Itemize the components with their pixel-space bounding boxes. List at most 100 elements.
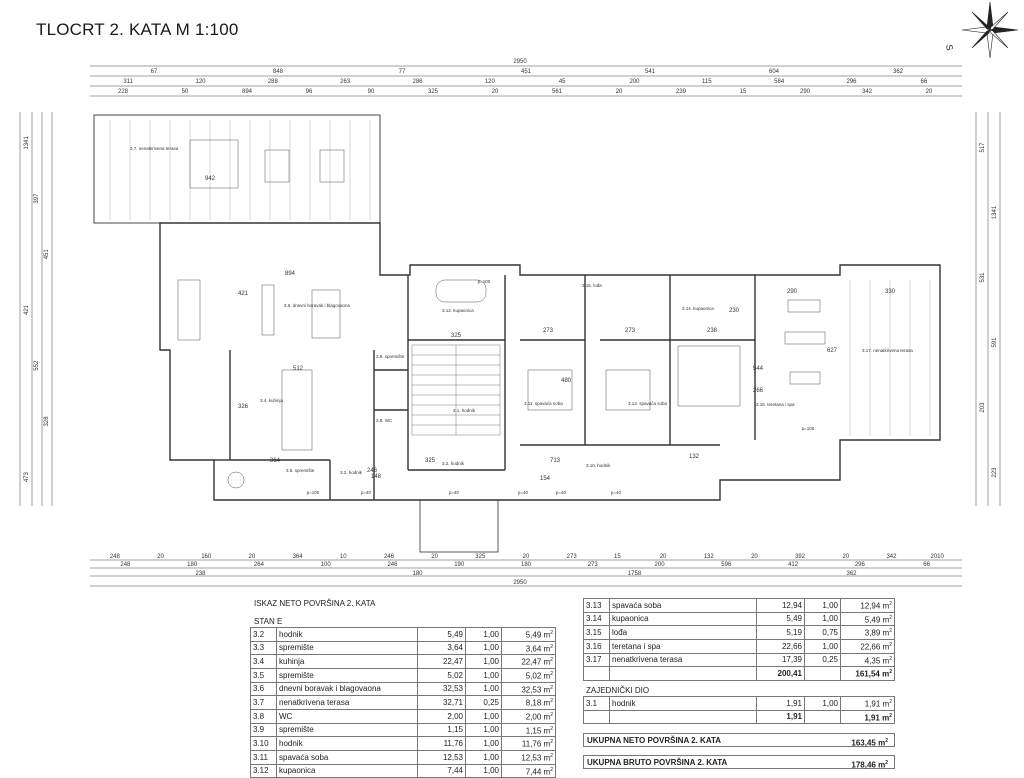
room-name: spremište — [276, 667, 418, 683]
room-label: 3.3. hodnik — [340, 470, 363, 475]
door-width-label: p=40 — [361, 490, 372, 495]
room-net-area: 1,15 m2 — [501, 722, 556, 738]
room-coefficient: 1,00 — [465, 681, 502, 697]
top-dim-label: 96 — [306, 89, 313, 95]
stan-label: STAN E — [254, 617, 283, 626]
room-label: 3.11. spavaća soba — [524, 401, 563, 406]
room-coefficient: 1,00 — [804, 611, 841, 627]
top-dim-label: 263 — [340, 79, 351, 85]
bottom-dim-label: 2010 — [930, 554, 944, 560]
left-dim-label: 1341 — [24, 136, 30, 150]
interior-dim-label: 132 — [689, 454, 700, 460]
interior-dim-label: 544 — [753, 366, 764, 372]
room-net-area: 2,00 m2 — [501, 708, 556, 724]
bottom-dim-label: 412 — [788, 562, 799, 568]
top-dim-label: 20 — [926, 89, 933, 95]
top-dim-label: 286 — [412, 79, 423, 85]
room-name: hodnik — [276, 736, 418, 751]
compass-south-label: S — [944, 44, 955, 52]
room-net-area: 11,76 m2 — [501, 736, 556, 751]
top-dim-label: 451 — [521, 69, 532, 75]
interior-dim-label: 512 — [293, 366, 304, 372]
top-dim-label: 120 — [485, 79, 496, 85]
right-dim-label: 1341 — [992, 205, 998, 219]
top-dim-label: 200 — [629, 79, 640, 85]
bottom-total-dimension: 2950 — [513, 580, 527, 586]
right-dim-label: 223 — [992, 467, 998, 478]
bottom-dim-label: 246 — [384, 554, 395, 560]
room-area: 3,64 — [417, 640, 466, 656]
room-area: 11,76 — [417, 736, 466, 751]
right-dim-label: 591 — [992, 337, 998, 348]
top-dim-label: 50 — [182, 89, 189, 95]
left-dim-label: 473 — [24, 471, 30, 482]
room-name: hodnik — [609, 696, 757, 711]
room-coefficient: 0,75 — [804, 625, 841, 640]
bottom-dim-label: 190 — [454, 562, 465, 568]
top-dim-label: 20 — [616, 89, 623, 95]
bottom-dim-label: 238 — [195, 571, 206, 577]
top-dimensions — [90, 65, 962, 97]
top-total-dimension: 2950 — [513, 59, 527, 65]
room-area: 5,49 — [756, 611, 805, 627]
total-area: 200,41 — [756, 666, 805, 681]
bottom-dim-label: 296 — [855, 562, 866, 568]
room-area: 2,00 — [417, 708, 466, 724]
room-area: 32,53 — [417, 681, 466, 697]
bottom-dim-label: 66 — [923, 562, 930, 568]
room-label: 3.5. spremište — [286, 468, 315, 473]
room-coefficient: 1,00 — [804, 598, 841, 613]
room-label: 3.2. hodnik — [442, 461, 465, 466]
top-dim-label: 115 — [702, 79, 712, 85]
right-dim-label: 203 — [980, 402, 986, 413]
room-coefficient: 1,00 — [804, 638, 841, 654]
room-coefficient: 1,00 — [465, 708, 502, 724]
interior-dim-label: 326 — [238, 404, 249, 410]
total-area: 1,91 — [756, 709, 805, 725]
top-dim-label: 45 — [559, 79, 566, 85]
furniture — [177, 139, 826, 489]
room-area: 7,44 — [417, 763, 466, 778]
top-dim-label: 239 — [676, 89, 687, 95]
room-area: 1,15 — [417, 722, 466, 738]
top-dim-label: 288 — [268, 79, 279, 85]
room-coefficient: 0,25 — [804, 652, 841, 668]
room-name: spavaća soba — [276, 749, 418, 765]
room-number: 3.15 — [583, 625, 610, 640]
bottom-dim-label: 362 — [846, 571, 857, 577]
left-dim-label: 328 — [44, 416, 50, 427]
bottom-dim-label: 20 — [523, 554, 530, 560]
room-name: nenatkrivena terasa — [276, 695, 418, 710]
room-area: 22,66 — [756, 638, 805, 654]
bottom-dim-label: 392 — [795, 554, 806, 560]
room-number: 3.13 — [583, 598, 610, 613]
interior-dim-label: 894 — [285, 271, 296, 277]
room-area: 5,19 — [756, 625, 805, 640]
room-coefficient: 1,00 — [465, 654, 502, 669]
room-number: 3.12 — [250, 763, 277, 778]
bottom-dim-label: 100 — [321, 562, 332, 568]
room-name: teretana i spa — [609, 638, 757, 654]
room-number: 3.8 — [250, 708, 277, 724]
room-label: 3.14. kupaonica — [682, 306, 714, 311]
room-net-area: 1,91 m2 — [840, 696, 895, 711]
interior-dim-label: 942 — [205, 176, 216, 182]
bottom-dim-label: 596 — [721, 562, 732, 568]
bottom-dim-label: 246 — [387, 562, 398, 568]
top-dim-label: 90 — [368, 89, 375, 95]
room-name: dnevni boravak i blagovaona — [276, 681, 418, 697]
right-dimensions — [975, 112, 1001, 506]
bottom-dim-label: 180 — [521, 562, 532, 568]
